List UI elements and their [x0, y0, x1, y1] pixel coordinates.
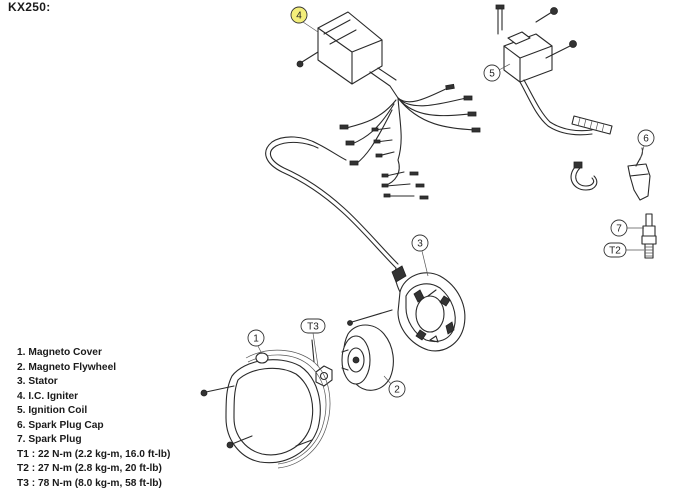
- flywheel-nut: [311, 339, 333, 387]
- callout-t2: T2: [603, 242, 644, 258]
- svg-text:2: 2: [394, 385, 400, 396]
- svg-text:3: 3: [417, 239, 423, 250]
- svg-text:T3: T3: [307, 322, 319, 333]
- page-title: KX250:: [8, 0, 51, 14]
- stator: [347, 265, 466, 352]
- legend-item: 2. Magneto Flywheel: [17, 361, 117, 373]
- wire-clamp: [570, 161, 598, 191]
- spark-plug: [641, 213, 657, 259]
- magneto-flywheel: [341, 324, 394, 391]
- svg-text:7: 7: [616, 224, 622, 235]
- callout-5: 5: [483, 63, 511, 82]
- svg-text:5: 5: [489, 69, 495, 80]
- callout-7: 7: [610, 219, 644, 237]
- callouts: 4 5 6 7 T2 3 T3: [247, 6, 655, 398]
- callout-4: 4: [290, 6, 319, 33]
- legend-item: 1. Magneto Cover: [17, 347, 102, 358]
- svg-text:T2: T2: [609, 246, 621, 257]
- legend-item: T2 : 27 N-m (2.8 kg-m, 20 ft-lb): [17, 463, 162, 474]
- legend-item: 5. Ignition Coil: [17, 405, 88, 416]
- callout-6: 6: [637, 129, 655, 161]
- legend-item: 4. I.C. Igniter: [17, 390, 79, 402]
- parts-legend: 1. Magneto Cover 2. Magneto Flywheel 3. …: [17, 346, 170, 491]
- wire-harness: [265, 83, 481, 269]
- legend-item: T3 : 78 N-m (8.0 kg-m, 58 ft-lb): [17, 477, 162, 489]
- magneto-cover: [200, 349, 331, 469]
- legend-item: 7. Spark Plug: [17, 434, 82, 445]
- ignition-coil: [495, 4, 593, 136]
- legend-item: 6. Spark Plug Cap: [17, 419, 104, 431]
- callout-3: 3: [411, 234, 429, 277]
- plug-cap-sleeve: [571, 115, 613, 135]
- callout-2: 2: [383, 375, 406, 398]
- spark-plug-cap: [627, 147, 651, 201]
- svg-text:6: 6: [643, 134, 649, 145]
- legend-item: T1 : 22 N-m (2.2 kg-m, 16.0 ft-lb): [17, 448, 171, 460]
- legend-item: 3. Stator: [17, 376, 58, 387]
- svg-text:1: 1: [253, 334, 259, 345]
- svg-text:4: 4: [296, 11, 302, 22]
- callout-1: 1: [247, 329, 265, 355]
- ic-igniter: [296, 11, 399, 99]
- callout-t3: T3: [300, 318, 326, 367]
